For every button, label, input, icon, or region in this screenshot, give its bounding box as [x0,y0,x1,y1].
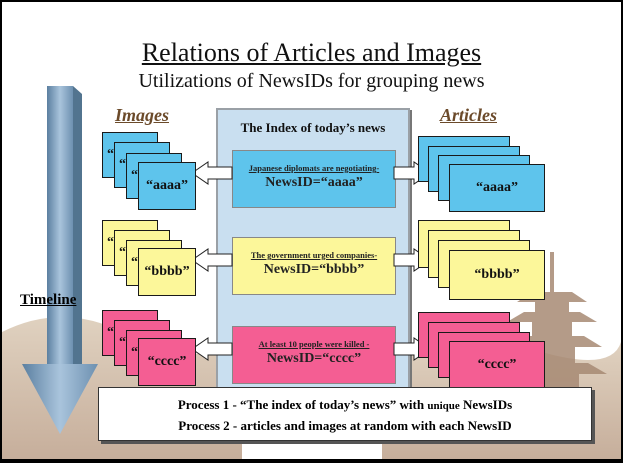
process-box: Process 1 - “The index of today’s news” … [98,387,592,441]
entry-headline: Japanese diplomats are negotiating- [248,163,380,173]
images-header: Images [115,105,169,125]
image-card-front: “bbbb” [138,248,196,296]
process-line-1-part-b: unique [427,400,460,412]
article-card-front: “aaaa” [449,164,545,212]
index-entry-cccc: At least 10 people were killed - NewsID=… [232,326,396,384]
image-card-front: “cccc” [138,338,196,386]
index-panel: The Index of today’s news Japanese diplo… [216,108,410,394]
entry-newsid: NewsID=“aaaa” [265,175,363,190]
arrow-left-aaaa-icon [191,161,233,185]
process-line-1-part-a: Process 1 - “The index of today’s news” … [177,397,428,412]
index-entry-bbbb: The government urged companies- NewsID=“… [232,237,396,295]
timeline-arrow-icon [22,86,98,434]
page-subtitle: Utilizations of NewsIDs for grouping new… [138,70,485,92]
entry-newsid: NewsID=“bbbb” [263,262,365,277]
process-line-1-part-c: NewsIDs [459,397,513,412]
articles-header: Articles [440,105,497,125]
article-card-front: “bbbb” [449,250,545,300]
page-title: Relations of Articles and Images [141,38,482,67]
index-title: The Index of today’s news [240,120,386,135]
timeline-label: Timeline [20,292,77,308]
arrow-left-cccc-icon [191,337,233,361]
process-line-1: Process 1 - “The index of today’s news” … [99,395,591,416]
index-entry-aaaa: Japanese diplomats are negotiating- News… [232,150,396,208]
entry-headline: At least 10 people were killed - [258,339,370,349]
article-card-front: “cccc” [449,341,545,389]
process-line-2: Process 2 - articles and images at rando… [178,418,512,433]
entry-headline: The government urged companies- [250,250,378,260]
entry-newsid: NewsID=“cccc” [266,351,362,366]
image-card-front: “aaaa” [138,162,196,210]
arrow-left-bbbb-icon [191,248,233,272]
